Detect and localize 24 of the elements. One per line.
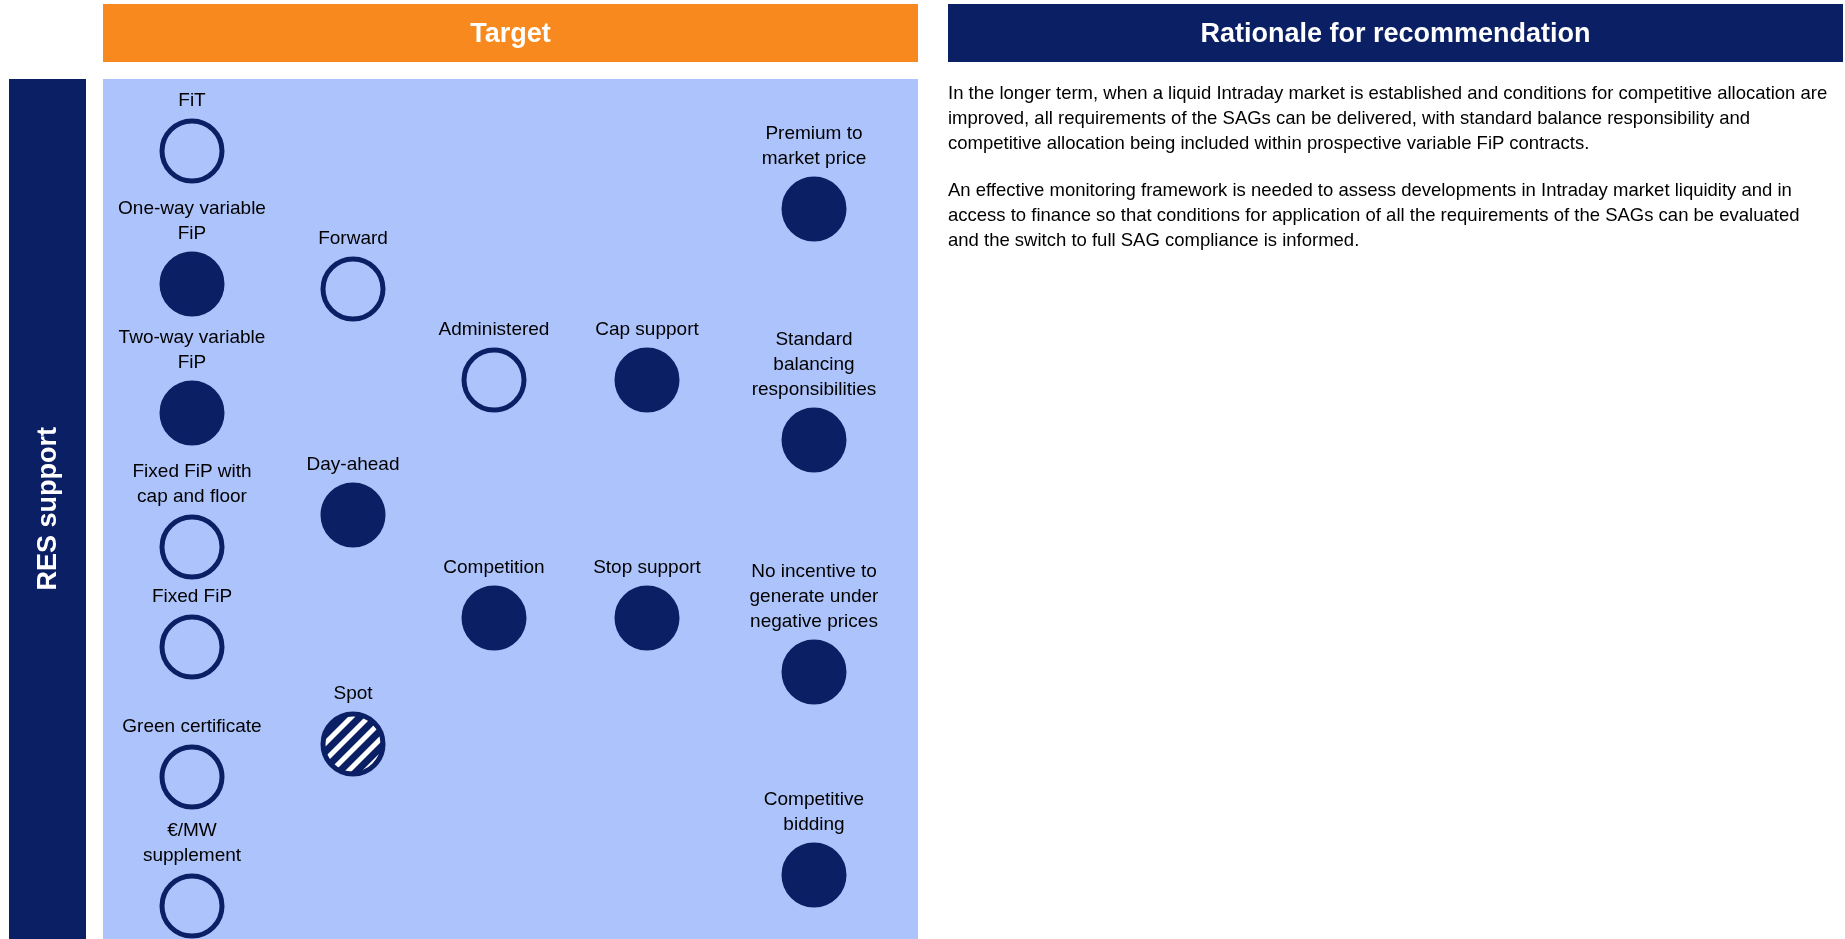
header-bar: Target [103,4,918,62]
option-label: Competition [442,555,546,579]
option-label: Cap support [594,317,700,341]
option-label: Two-way variable FiP [117,325,267,374]
option-label: Fixed FiP with cap and floor [131,459,253,508]
paragraph: In the longer term, when a liquid Intraday market is established and conditions for competitive allocation are improved, all requirements of the SAGs can be delivered, with standard balance responsibility and competitive allocation being included within prospective variable FiP contracts. [948,81,1828,155]
option-label: Forward [317,226,389,250]
paragraph: An effective monitoring framework is needed to assess developments in Intraday market liquidity and in access to finance so that conditions for application of all the requirements of the SAGs can be evaluated and the switch to full SAG compliance is informed. [948,178,1801,252]
option-label: Fixed FiP [150,584,234,608]
option-label: €/MW supplement [141,818,243,867]
option-label: Green certificate [121,714,263,738]
option-label: Competitive bidding [762,787,866,836]
header-bar: Rationale for recommendation [948,4,1843,62]
option-label: Premium to market price [760,121,868,170]
option-label: Administered [437,317,551,341]
option-label: Spot [332,681,374,705]
option-label: One-way variable FiP [117,196,267,245]
option-label: Day-ahead [305,452,401,476]
option-label: No incentive to generate under negative prices [748,559,880,633]
option-label: Stop support [592,555,702,579]
side-header-bar: RES support [9,79,86,939]
option-label: FiT [177,88,207,112]
panel-background [103,79,918,939]
option-label: Standard balancing responsibilities [750,327,878,401]
